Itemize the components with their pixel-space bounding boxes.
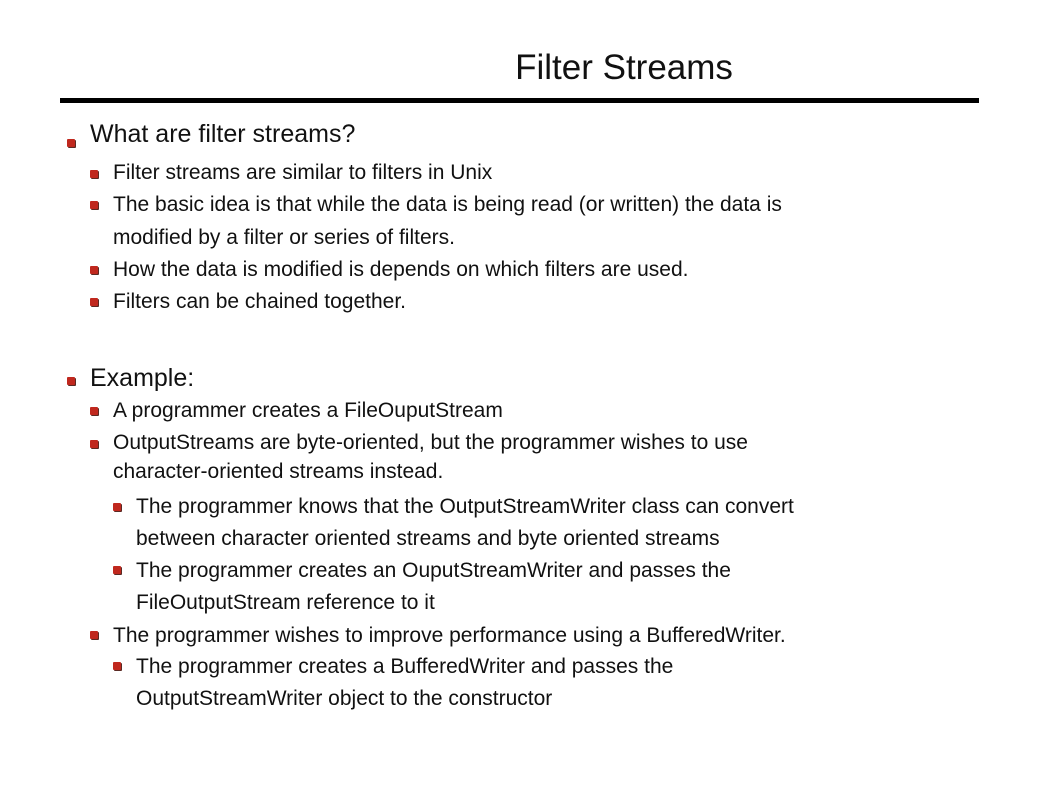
bullet-icon <box>90 631 98 639</box>
bullet-icon <box>90 298 98 306</box>
list-item-continuation: between character oriented streams and b… <box>136 527 720 550</box>
bullet-icon <box>90 201 98 209</box>
bullet-icon <box>113 662 121 670</box>
list-item-continuation: character-oriented streams instead. <box>113 460 444 483</box>
list-item: OutputStreams are byte-oriented, but the… <box>113 431 748 454</box>
bullet-icon <box>113 503 121 511</box>
bullet-icon <box>90 170 98 178</box>
slide-title: Filter Streams <box>515 48 733 87</box>
list-item: The programmer wishes to improve perform… <box>113 624 786 647</box>
title-divider <box>60 98 979 103</box>
bullet-icon <box>113 566 121 574</box>
list-item: Filter streams are similar to filters in… <box>113 161 493 184</box>
bullet-icon <box>90 266 98 274</box>
section-heading-filter: What are filter streams? <box>90 120 356 148</box>
list-item-continuation: modified by a filter or series of filter… <box>113 226 455 249</box>
list-item: Filters can be chained together. <box>113 290 407 313</box>
bullet-icon <box>67 377 75 385</box>
list-item: How the data is modified is depends on w… <box>113 258 689 281</box>
list-item: The programmer creates an OuputStreamWri… <box>136 559 731 582</box>
list-item: A programmer creates a FileOuputStream <box>113 399 503 422</box>
list-item-continuation: FileOutputStream reference to it <box>136 591 435 614</box>
section-heading-example: Example: <box>90 364 195 392</box>
list-item: The basic idea is that while the data is… <box>113 193 782 216</box>
list-item: The programmer creates a BufferedWriter … <box>136 655 674 678</box>
list-item-continuation: OutputStreamWriter object to the constru… <box>136 687 553 710</box>
bullet-icon <box>90 407 98 415</box>
bullet-icon <box>90 440 98 448</box>
list-item: The programmer knows that the OutputStre… <box>136 495 794 518</box>
bullet-icon <box>67 139 75 147</box>
